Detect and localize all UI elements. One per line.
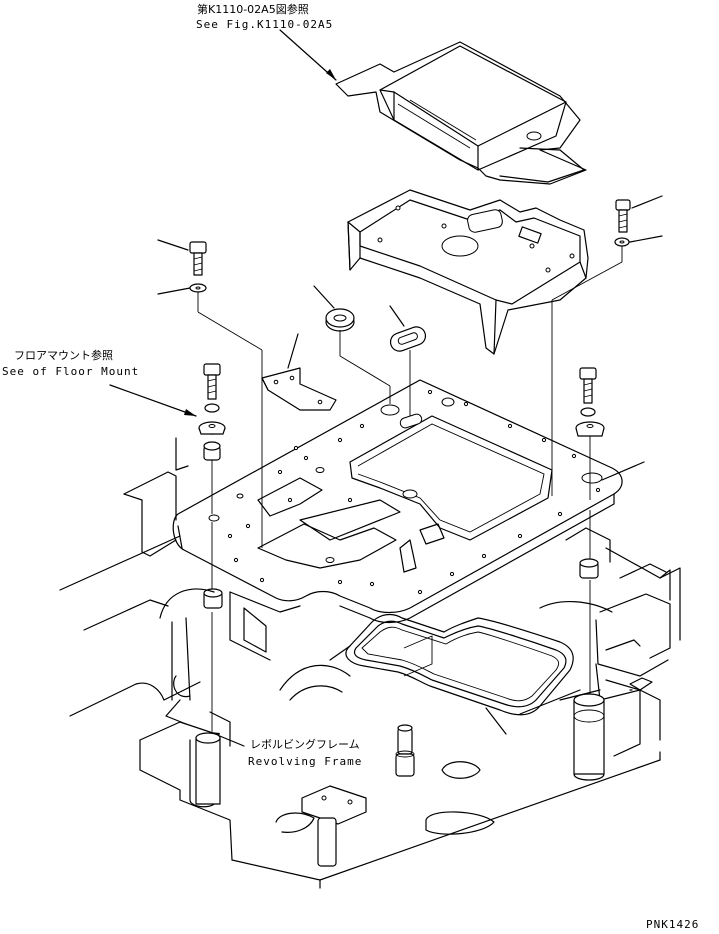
mount-cushion-left-upper: [198, 421, 226, 435]
washer-mount-left: [204, 403, 220, 413]
cover-bracket: [347, 189, 589, 355]
controller-reference-arrowhead: [326, 69, 336, 80]
grommet-oblong: [389, 326, 427, 352]
grommet-round: [325, 308, 355, 332]
revolving-frame-label-jp: レボルビングフレーム: [250, 737, 360, 751]
swing-column-left: [195, 732, 221, 805]
frame-cutout-mid: [441, 761, 481, 779]
washer-upper-right-leader: [629, 235, 663, 243]
floor-mount-leader: [109, 384, 197, 417]
swing-column-right: [573, 693, 605, 781]
floor-gasket: [345, 613, 574, 716]
controller-reference-label-en: See Fig.K1110-02A5: [196, 18, 333, 31]
plate-bolt-holes: [227, 389, 601, 595]
floor-mount-arrowhead: [184, 409, 196, 416]
washer-upper-left-leader: [157, 287, 191, 295]
bolt-upper-left: [189, 241, 207, 276]
revolving-frame: [59, 437, 681, 889]
floor-mount-label-en: See of Floor Mount: [2, 365, 139, 378]
frame-cutout-right: [425, 811, 495, 835]
small-plate-bracket: [261, 367, 337, 411]
bolt-mount-left: [203, 363, 221, 400]
drawing-number: PNK1426: [646, 918, 699, 931]
assembly-center-lines: [197, 246, 623, 740]
grommet-round-leader: [313, 285, 335, 309]
washer-mount-right: [580, 407, 596, 417]
frame-pin: [395, 724, 415, 777]
revolving-frame-label-en: Revolving Frame: [248, 755, 362, 768]
bolt-upper-left-leader: [157, 239, 189, 251]
floor-gasket-leader: [485, 707, 507, 735]
bolt-mount-right: [579, 367, 597, 404]
mount-cushion-right-upper: [575, 421, 605, 437]
frame-edge-right: [559, 689, 601, 701]
mount-cushion-right-lower: [579, 558, 599, 579]
grommet-oblong-leader: [389, 305, 405, 327]
controller-reference-leader: [279, 29, 337, 81]
floor-plate: [172, 379, 623, 624]
cover-large-hole: [441, 235, 479, 257]
bolt-upper-right: [615, 199, 631, 233]
small-plate-bracket-leader: [287, 333, 299, 369]
floor-plate-leader: [601, 461, 645, 481]
frame-edge-left: [165, 699, 187, 725]
bolt-upper-right-leader: [631, 195, 663, 209]
floor-mount-label-jp: フロアマウント参照: [14, 348, 113, 362]
controller-unit: [335, 41, 587, 185]
mount-cushion-left-mid: [203, 441, 221, 461]
frame-cutout-left: [275, 812, 315, 833]
controller-reference-label-jp: 第K1110-02A5図参照: [197, 2, 309, 16]
frame-bracket: [301, 785, 367, 867]
